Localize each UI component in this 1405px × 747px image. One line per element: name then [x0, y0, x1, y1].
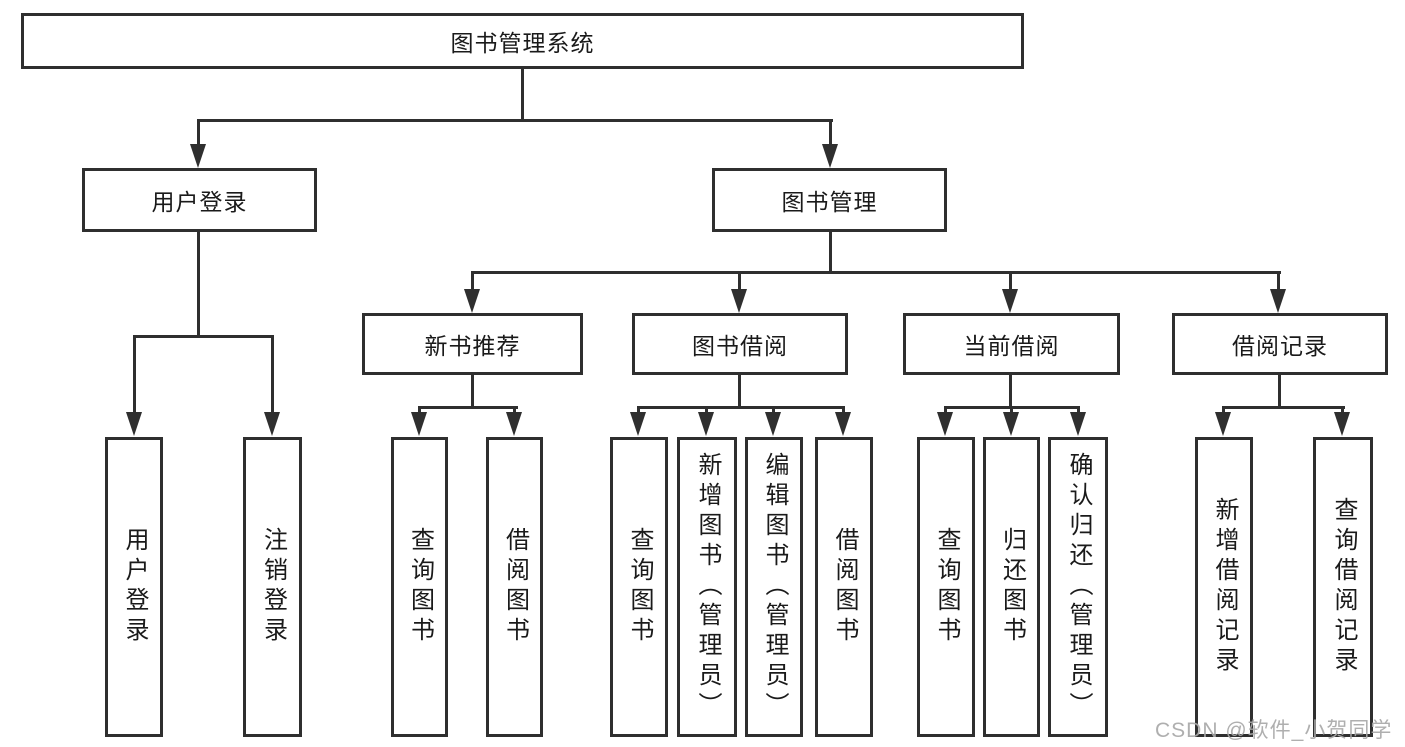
connector-line — [1077, 407, 1080, 415]
connector-line — [944, 407, 947, 415]
node-borrow-record-label: 借阅记录 — [1232, 333, 1328, 359]
arrow-down-icon — [822, 144, 838, 168]
arrow-down-icon — [765, 412, 781, 436]
leaf-borrow-query-book-label: 查询图书 — [626, 527, 653, 647]
arrow-down-icon — [1070, 412, 1086, 436]
leaf-current-query-book-label: 查询图书 — [933, 527, 960, 647]
connector-line — [418, 407, 421, 415]
leaf-logout-label: 注销登录 — [259, 527, 287, 647]
connector-line — [418, 406, 518, 409]
leaf-confirm-return-admin: 确认归还（管理员） — [1048, 437, 1108, 737]
arrow-down-icon — [1215, 412, 1231, 436]
arrow-down-icon — [630, 412, 646, 436]
node-new-book-recommend: 新书推荐 — [362, 313, 583, 375]
node-root-label: 图书管理系统 — [450, 30, 595, 56]
arrow-down-icon — [1002, 289, 1018, 313]
connector-line — [705, 407, 708, 415]
connector-line — [637, 407, 640, 415]
connector-line — [1222, 406, 1345, 409]
connector-line — [829, 232, 832, 274]
leaf-logout: 注销登录 — [243, 437, 302, 737]
leaf-recommend-borrow-book: 借阅图书 — [486, 437, 543, 737]
arrow-down-icon — [1003, 412, 1019, 436]
connector-line — [471, 271, 1281, 274]
node-book-management: 图书管理 — [712, 168, 947, 232]
connector-line — [133, 335, 274, 338]
leaf-add-borrow-record: 新增借阅记录 — [1195, 437, 1253, 737]
leaf-recommend-query-book-label: 查询图书 — [406, 527, 434, 647]
connector-line — [637, 406, 845, 409]
node-current-borrow: 当前借阅 — [903, 313, 1120, 375]
connector-line — [1009, 375, 1012, 409]
arrow-down-icon — [835, 412, 851, 436]
arrow-down-icon — [731, 289, 747, 313]
arrow-down-icon — [126, 412, 142, 436]
node-root: 图书管理系统 — [21, 13, 1024, 69]
leaf-add-borrow-record-label: 新增借阅记录 — [1211, 497, 1238, 677]
connector-line — [133, 336, 136, 414]
leaf-return-book-label: 归还图书 — [998, 527, 1026, 647]
arrow-down-icon — [264, 412, 280, 436]
connector-line — [197, 119, 833, 122]
connector-line — [738, 273, 741, 291]
leaf-current-query-book: 查询图书 — [917, 437, 975, 737]
leaf-query-borrow-record-label: 查询借阅记录 — [1330, 497, 1357, 677]
leaf-user-login-label: 用户登录 — [121, 527, 148, 647]
connector-line — [1278, 375, 1281, 409]
leaf-borrow-book-label: 借阅图书 — [831, 527, 858, 647]
arrow-down-icon — [190, 144, 206, 168]
leaf-recommend-borrow-book-label: 借阅图书 — [501, 527, 529, 647]
connector-line — [1222, 407, 1225, 415]
arrow-down-icon — [937, 412, 953, 436]
connector-line — [1341, 407, 1344, 415]
connector-line — [1010, 407, 1013, 415]
node-user-login: 用户登录 — [82, 168, 317, 232]
connector-line — [1009, 273, 1012, 291]
leaf-confirm-return-admin-label: 确认归还（管理员） — [1065, 452, 1092, 722]
leaf-query-borrow-record: 查询借阅记录 — [1313, 437, 1373, 737]
csdn-watermark: CSDN @软件_小贺同学 — [1155, 719, 1393, 742]
leaf-borrow-query-book: 查询图书 — [610, 437, 668, 737]
connector-line — [471, 273, 474, 291]
connector-line — [842, 407, 845, 415]
leaf-edit-book-admin-label: 编辑图书（管理员） — [761, 452, 788, 722]
node-book-management-label: 图书管理 — [781, 189, 878, 215]
connector-line — [1277, 273, 1280, 291]
connector-line — [829, 120, 832, 147]
arrow-down-icon — [506, 412, 522, 436]
connector-line — [471, 375, 474, 409]
connector-line — [772, 407, 775, 415]
node-book-borrow: 图书借阅 — [632, 313, 848, 375]
connector-line — [738, 375, 741, 409]
connector-line — [513, 407, 516, 415]
leaf-add-book-admin: 新增图书（管理员） — [677, 437, 737, 737]
node-borrow-record: 借阅记录 — [1172, 313, 1388, 375]
node-current-borrow-label: 当前借阅 — [963, 333, 1060, 359]
connector-line — [197, 120, 200, 147]
node-new-book-recommend-label: 新书推荐 — [424, 333, 521, 359]
leaf-return-book: 归还图书 — [983, 437, 1040, 737]
node-user-login-label: 用户登录 — [151, 189, 248, 215]
arrow-down-icon — [698, 412, 714, 436]
connector-line — [521, 69, 524, 121]
leaf-edit-book-admin: 编辑图书（管理员） — [745, 437, 803, 737]
leaf-user-login: 用户登录 — [105, 437, 163, 737]
arrow-down-icon — [411, 412, 427, 436]
arrow-down-icon — [1270, 289, 1286, 313]
connector-line — [197, 232, 200, 338]
arrow-down-icon — [464, 289, 480, 313]
leaf-recommend-query-book: 查询图书 — [391, 437, 448, 737]
connector-line — [271, 336, 274, 414]
leaf-add-book-admin-label: 新增图书（管理员） — [694, 452, 721, 722]
arrow-down-icon — [1334, 412, 1350, 436]
node-book-borrow-label: 图书借阅 — [692, 333, 788, 359]
leaf-borrow-book: 借阅图书 — [815, 437, 873, 737]
